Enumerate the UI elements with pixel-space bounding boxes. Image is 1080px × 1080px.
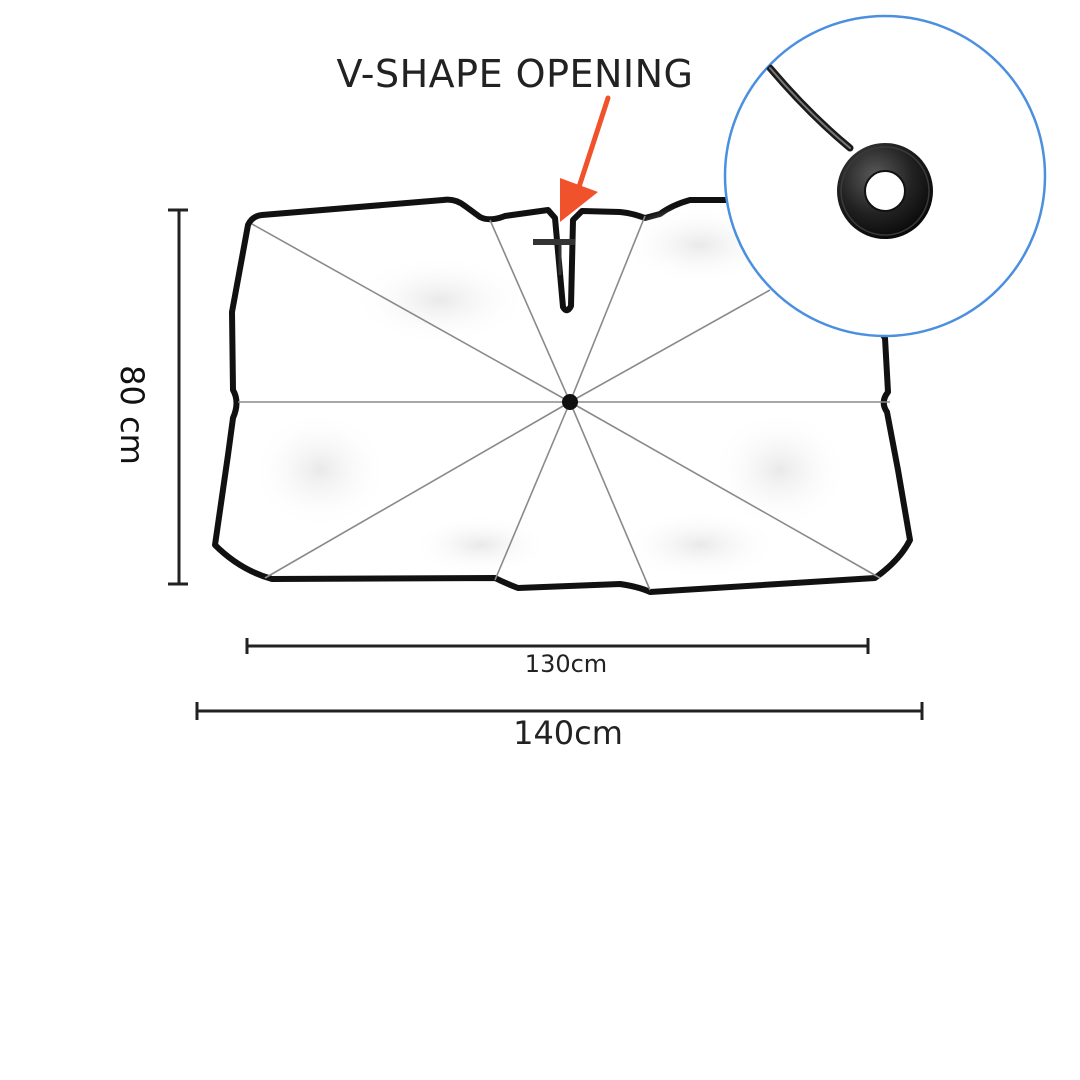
outer-width-dimension-line (195, 702, 924, 720)
arrow-icon (560, 95, 611, 222)
v-shape-opening-label: V-SHAPE OPENING (336, 52, 694, 96)
inner-width-label: 130cm (524, 650, 608, 678)
ring-grommet-icon (837, 143, 933, 239)
center-hub (562, 394, 578, 410)
height-dimension-line (168, 208, 188, 586)
detail-inset (723, 14, 1047, 338)
umbrella-ribs (238, 215, 890, 591)
outer-width-label: 140cm (513, 714, 623, 752)
height-dimension-label: 80 cm (113, 365, 151, 465)
inner-width-dimension-line (245, 638, 870, 654)
handle-bar (533, 239, 575, 275)
